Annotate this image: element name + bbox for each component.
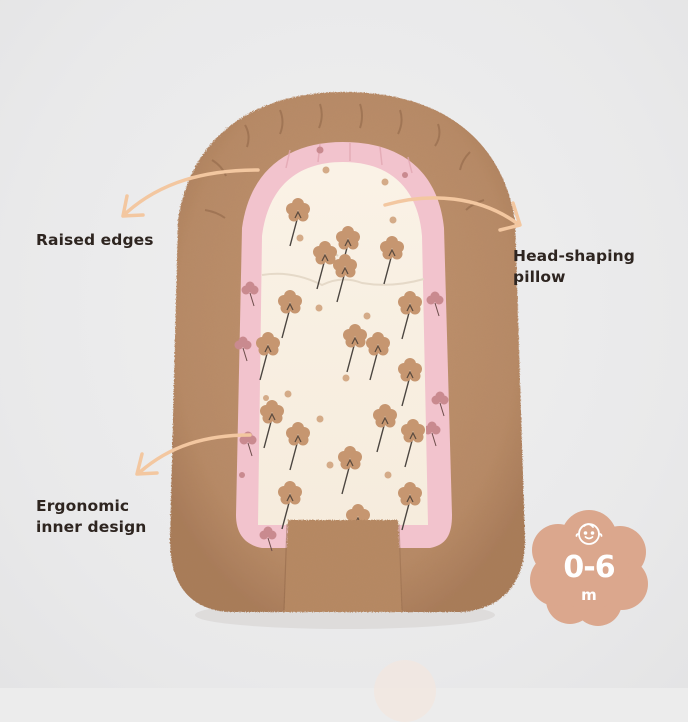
callout-ergonomic-inner-design: Ergonomic inner design xyxy=(36,496,146,538)
ergonomic-label-line1: Ergonomic xyxy=(36,497,130,515)
age-range: 0-6 xyxy=(563,550,615,585)
age-badge: 0-6 m xyxy=(528,508,650,626)
callout-head-shaping-pillow: Head-shaping pillow xyxy=(513,246,635,288)
baby-face-icon xyxy=(575,523,603,545)
age-unit: m xyxy=(581,586,597,604)
callout-raised-edges: Raised edges xyxy=(36,230,154,251)
scalloped-badge-shape xyxy=(530,510,648,626)
head-pillow-label-line2: pillow xyxy=(513,268,566,286)
decorative-circle xyxy=(374,660,436,722)
raised-edges-label: Raised edges xyxy=(36,231,154,249)
ergonomic-label-line2: inner design xyxy=(36,518,147,536)
head-pillow-label-line1: Head-shaping xyxy=(513,247,635,265)
